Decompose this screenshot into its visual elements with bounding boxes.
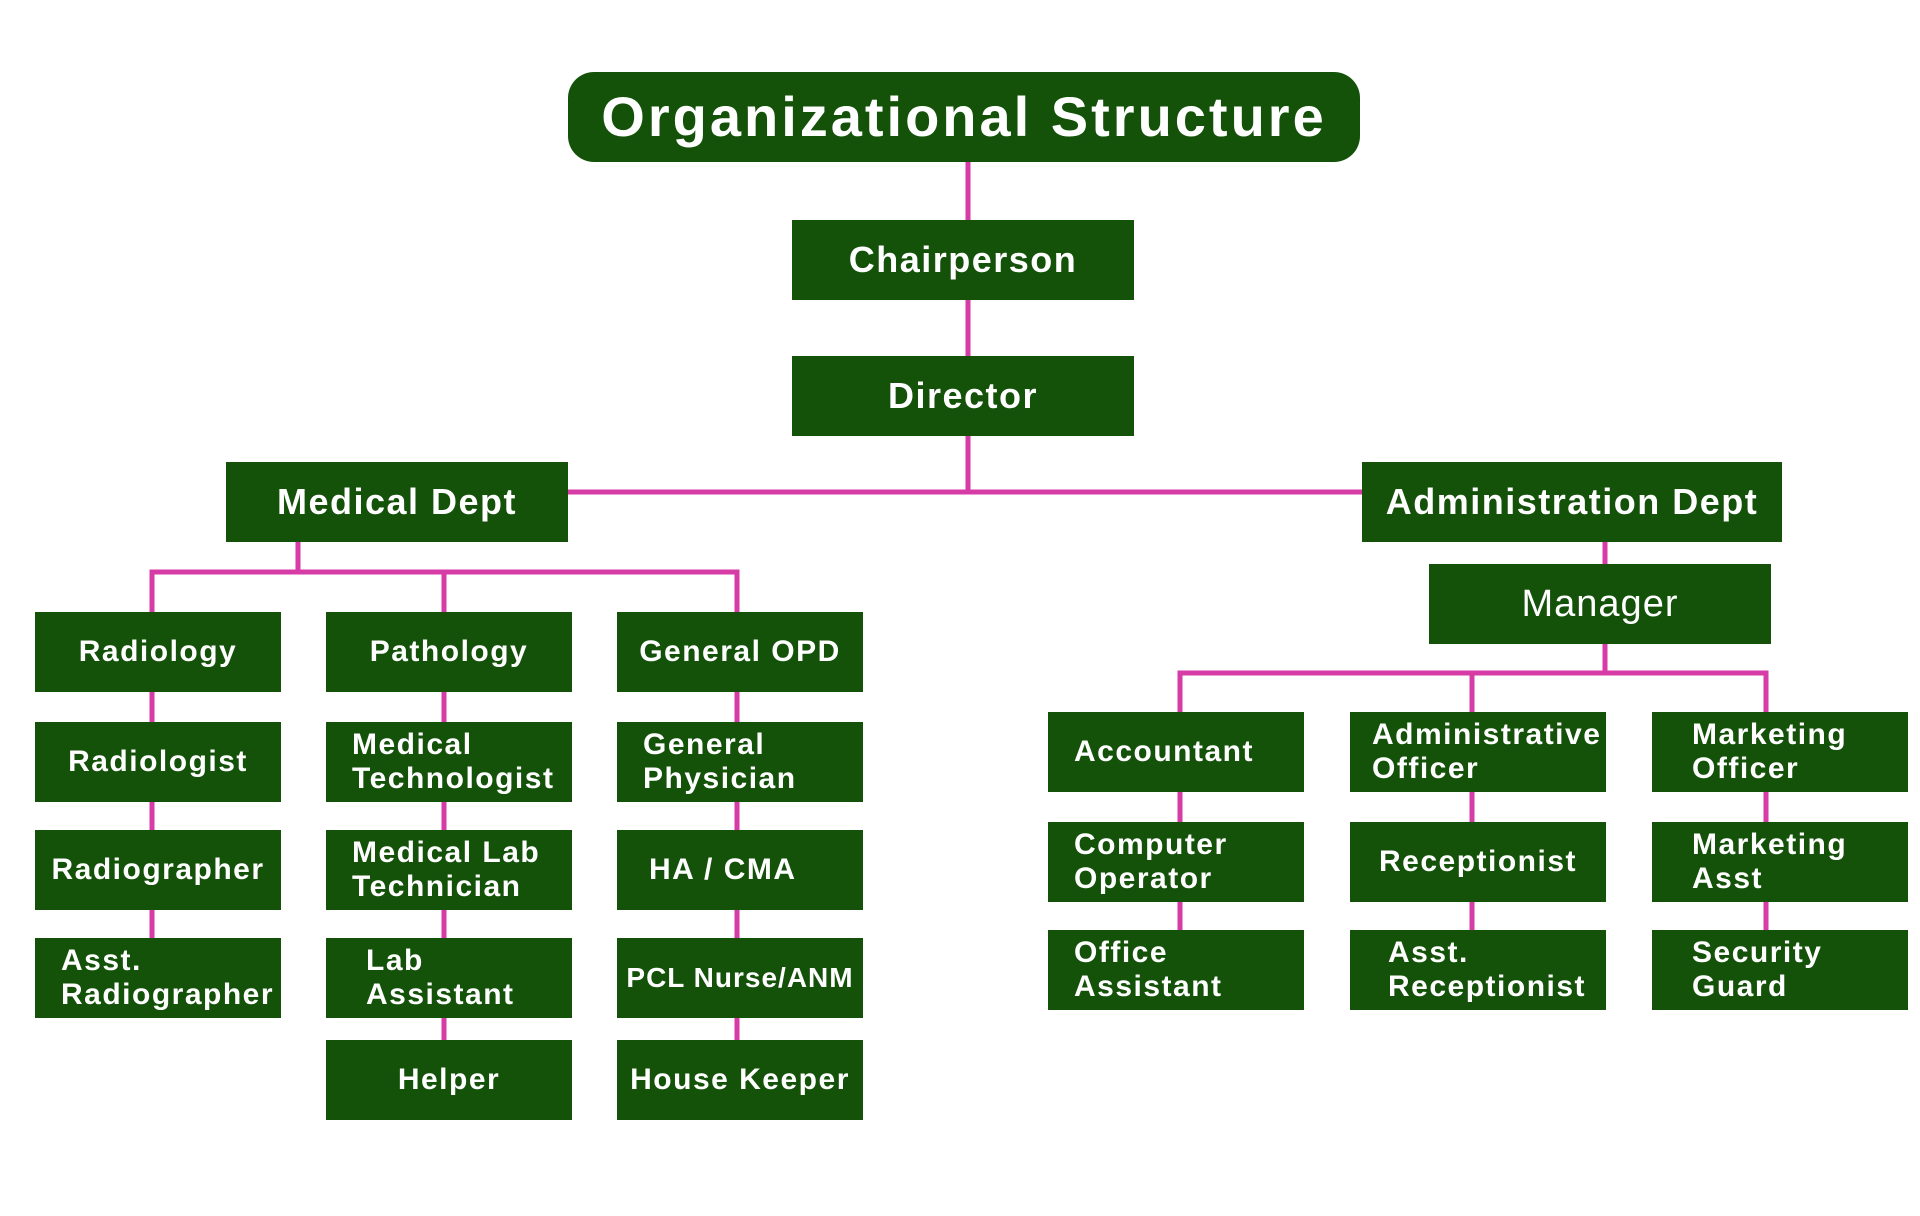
node-helper: Helper xyxy=(326,1040,572,1120)
node-label: Medical Dept xyxy=(276,481,518,522)
node-label: Asst. Radiographer xyxy=(61,944,275,1011)
node-administrative-officer: Administrative Officer xyxy=(1350,712,1606,792)
node-label: Accountant xyxy=(1074,735,1254,768)
chart-title-text: Organizational Structure xyxy=(601,85,1327,148)
node-security-guard: Security Guard xyxy=(1652,930,1908,1010)
node-lab-assistant: Lab Assistant xyxy=(326,938,572,1018)
node-label: Asst. Receptionist xyxy=(1388,936,1587,1003)
node-radiologist: Radiologist xyxy=(35,722,281,802)
node-radiographer: Radiographer xyxy=(35,830,281,910)
node-medical-dept: Medical Dept xyxy=(226,462,568,542)
node-general-opd: General OPD xyxy=(617,612,863,692)
node-label: Computer Operator xyxy=(1074,828,1228,895)
node-asst-receptionist: Asst. Receptionist xyxy=(1350,930,1606,1010)
node-general-physician: General Physician xyxy=(617,722,863,802)
node-medical-lab-technician: Medical Lab Technician xyxy=(326,830,572,910)
node-asst-radiographer: Asst. Radiographer xyxy=(35,938,281,1018)
node-marketing-asst: Marketing Asst xyxy=(1652,822,1908,902)
node-ha-cma: HA / CMA xyxy=(617,830,863,910)
node-manager: Manager xyxy=(1429,564,1771,644)
node-pcl-nurse-anm: PCL Nurse/ANM xyxy=(617,938,863,1018)
node-house-keeper: House Keeper xyxy=(617,1040,863,1120)
node-label: Office Assistant xyxy=(1074,936,1223,1003)
node-computer-operator: Computer Operator xyxy=(1048,822,1304,902)
node-label: Radiologist xyxy=(68,745,248,778)
node-director: Director xyxy=(792,356,1134,436)
node-label: Administrative Officer xyxy=(1372,718,1602,785)
node-accountant: Accountant xyxy=(1048,712,1304,792)
node-pathology: Pathology xyxy=(326,612,572,692)
node-label: Lab Assistant xyxy=(366,944,515,1011)
node-marketing-officer: Marketing Officer xyxy=(1652,712,1908,792)
node-office-assistant: Office Assistant xyxy=(1048,930,1304,1010)
chart-title: Organizational Structure xyxy=(568,72,1360,162)
node-label: Medical Technologist xyxy=(352,728,555,795)
node-label: Chairperson xyxy=(848,239,1078,280)
node-label: Marketing Asst xyxy=(1692,828,1848,895)
node-label: Marketing Officer xyxy=(1692,718,1848,785)
node-label: Security Guard xyxy=(1692,936,1823,1003)
node-label: PCL Nurse/ANM xyxy=(626,962,854,993)
node-label: Radiographer xyxy=(51,853,265,886)
node-label: General OPD xyxy=(639,635,841,668)
node-label: General Physician xyxy=(643,728,797,795)
node-label: Pathology xyxy=(369,635,529,668)
node-label: Medical Lab Technician xyxy=(352,836,541,903)
node-administration-dept: Administration Dept xyxy=(1362,462,1782,542)
node-medical-technologist: Medical Technologist xyxy=(326,722,572,802)
node-label: Radiology xyxy=(78,635,238,668)
node-label: Director xyxy=(887,375,1039,416)
node-label: Helper xyxy=(397,1063,501,1096)
node-label: House Keeper xyxy=(630,1063,850,1096)
node-receptionist: Receptionist xyxy=(1350,822,1606,902)
node-label: Manager xyxy=(1521,583,1679,625)
node-radiology: Radiology xyxy=(35,612,281,692)
node-label: Administration Dept xyxy=(1385,481,1759,522)
node-label: Receptionist xyxy=(1378,845,1578,878)
node-chairperson: Chairperson xyxy=(792,220,1134,300)
node-label: HA / CMA xyxy=(649,853,797,886)
